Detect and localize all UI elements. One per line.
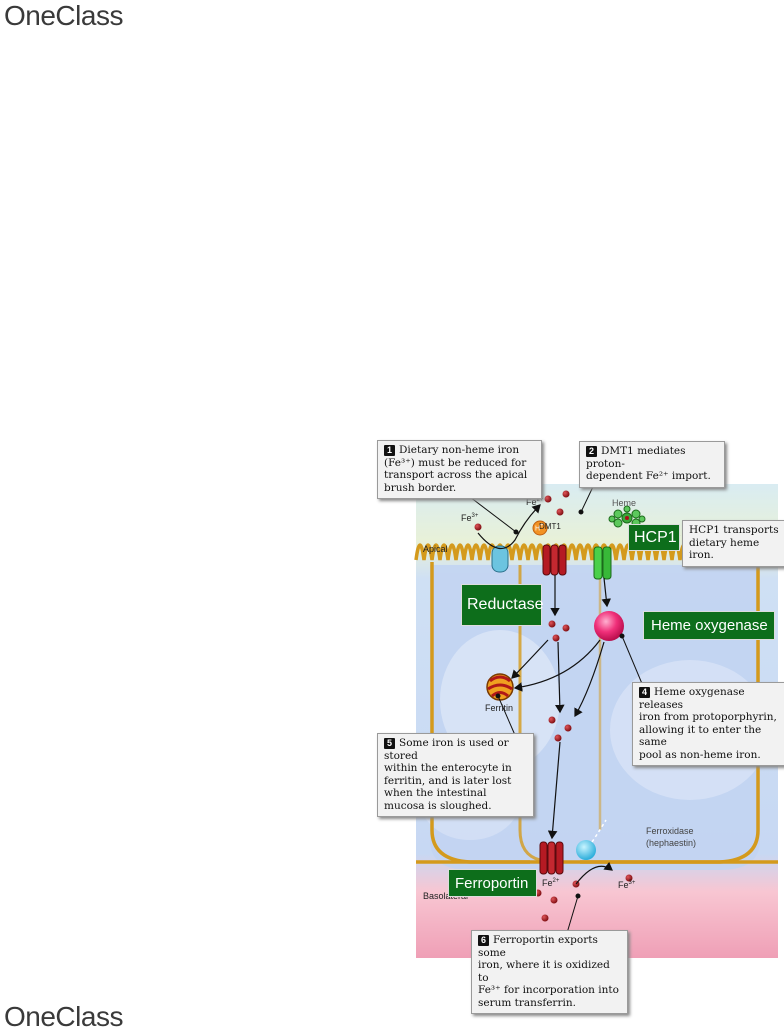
fe3-lumen-label: Fe3+ (461, 513, 479, 523)
ferritin-label: Ferritin (485, 703, 514, 713)
heme-oxygenase-label: Heme oxygenase (643, 611, 775, 640)
basolateral-label: Basolateral (423, 891, 469, 901)
heme-label: Heme (612, 498, 637, 508)
dmt1-transporter (542, 544, 567, 576)
reductase-protein (491, 545, 509, 573)
ferroxidase-enzyme (576, 840, 596, 860)
oneclass-logo-footer: OneClass (4, 1001, 123, 1032)
heme-oxygenase-enzyme (594, 611, 624, 641)
proton-ion (532, 520, 548, 536)
heme-molecule (608, 505, 646, 528)
oneclass-logo: OneClass (4, 0, 123, 31)
fe3-blood-label: Fe3+ (618, 880, 636, 890)
apical-label: Apical (423, 544, 448, 554)
ferroxidase-label: Ferroxidase (646, 826, 694, 836)
fe2-lumen-label: Fe2+ (526, 497, 544, 507)
ferroportin-transporter (539, 841, 564, 875)
callout-3-hcp1: HCP1 transports dietary heme iron. (682, 520, 784, 567)
hcp1-label: HCP1 (628, 524, 680, 551)
ferroportin-label: Ferroportin (448, 869, 537, 897)
hcp1-transporter (593, 546, 612, 580)
reductase-label: Reductase (461, 584, 544, 626)
fe2-blood-label: Fe2+ (542, 878, 560, 888)
dmt1-label: DMT1 (539, 522, 561, 531)
hephaestin-label: (hephaestin) (646, 838, 697, 848)
proton-label: H+ (535, 523, 544, 533)
